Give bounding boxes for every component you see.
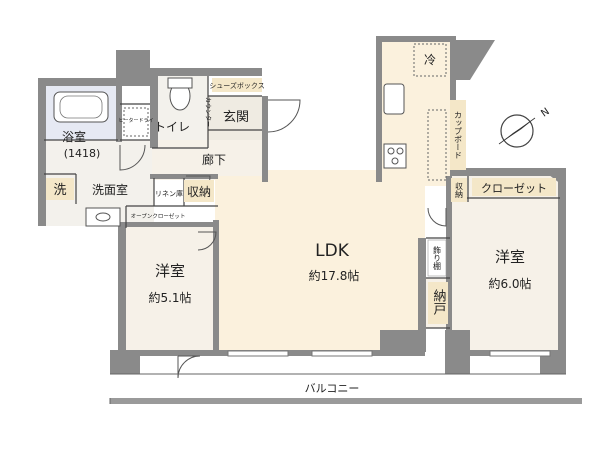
label-toilet: トイレ <box>154 120 190 134</box>
entrance-floor <box>208 96 263 146</box>
label-shoe-box: シューズボックス <box>209 81 264 90</box>
cooktop <box>383 143 407 169</box>
label-bath-size: (1418) <box>64 147 101 160</box>
western-left-floor <box>125 224 217 352</box>
label-wash: 洗 <box>53 183 66 198</box>
partitions <box>44 76 560 329</box>
label-storage-right: 収納 <box>455 181 464 199</box>
cupboard-box <box>427 109 447 181</box>
label-western-right-size: 約6.0帖 <box>488 276 531 291</box>
label-storage-hall: 収納 <box>187 185 211 199</box>
western-right-floor <box>452 196 560 352</box>
label-hallway: 廊下 <box>202 152 226 167</box>
label-fridge: 冷 <box>424 53 436 67</box>
label-entrance: 玄関 <box>223 110 249 125</box>
label-western-left-size: 約5.1帖 <box>148 290 191 305</box>
label-washroom: 洗面室 <box>92 182 128 197</box>
ldk-floor <box>215 176 425 352</box>
label-linen: リネン庫 <box>155 189 183 198</box>
display-shelf-tag <box>427 239 447 277</box>
compass: N <box>498 106 552 148</box>
label-western-left: 洋室 <box>155 262 185 280</box>
ldk-floor-top <box>264 170 450 182</box>
windows <box>227 350 551 357</box>
label-bath: 浴室 <box>62 129 86 144</box>
label-open-closet: オープンクローゼット <box>131 212 186 220</box>
pantry-tag <box>428 282 448 324</box>
storage-right-tag <box>451 178 467 202</box>
label-ldk-size: 約17.8帖 <box>309 268 360 283</box>
label-counter: カウンター <box>204 97 212 127</box>
label-display-shelf: 飾り棚 <box>433 245 442 271</box>
label-ldk: LDK <box>315 241 350 261</box>
cupboard-tag <box>450 100 466 170</box>
washbasin <box>85 207 121 227</box>
wash-tag <box>46 178 74 200</box>
shoe-box-tag <box>212 78 262 92</box>
label-western-right: 洋室 <box>495 248 525 266</box>
label-cupboard: カップボード <box>454 111 463 159</box>
label-heater-dry: ヒータードライ <box>118 117 153 124</box>
label-closet: クローゼット <box>481 182 547 195</box>
balcony <box>109 373 582 404</box>
kitchen-sink <box>383 83 405 115</box>
fridge-box <box>413 43 447 77</box>
compass-north-label: N <box>539 106 551 119</box>
storage-hall-tag <box>184 180 214 202</box>
label-balcony: バルコニー <box>305 382 360 395</box>
closet-tag <box>472 178 556 196</box>
bathtub <box>53 91 109 123</box>
heater-dryer-box <box>123 107 149 137</box>
label-pantry: 納戸 <box>431 289 447 315</box>
